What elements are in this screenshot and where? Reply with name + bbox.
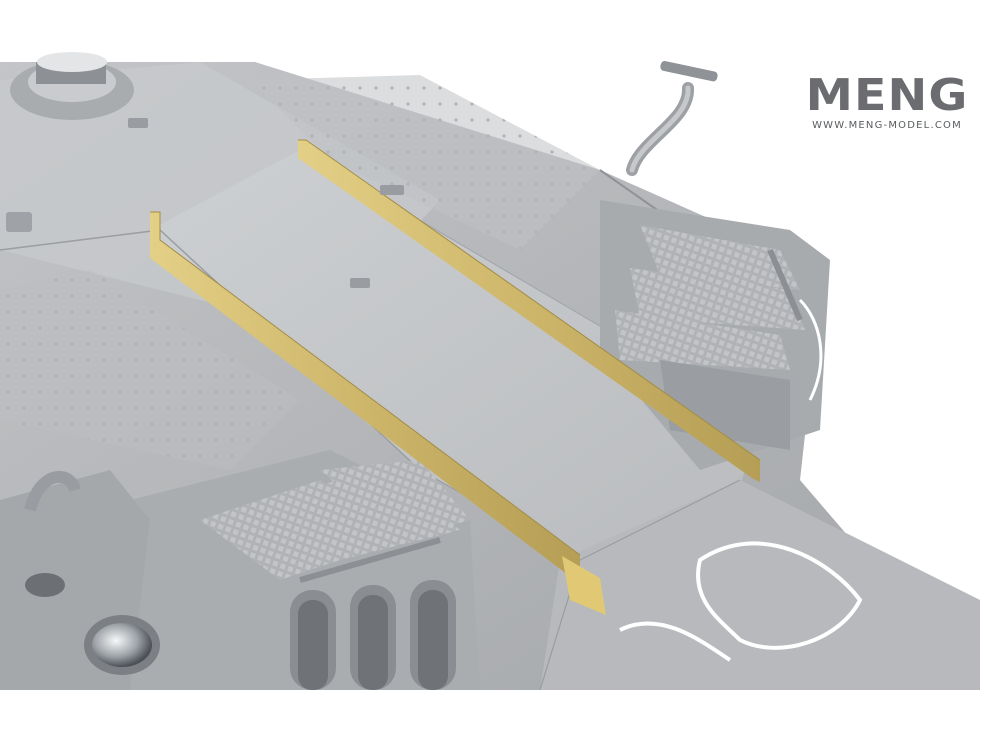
white-decal-marking: [619, 298, 863, 662]
engine-grille-lower: [110, 450, 480, 690]
deck-fittings: [6, 118, 404, 288]
website-url: WWW.MENG-MODEL.COM: [812, 120, 962, 131]
meng-logo: MENG: [805, 70, 969, 121]
photo-etch-strip-lower: [150, 211, 606, 615]
periscope-cupola: [10, 52, 134, 120]
exhaust-pipe-upper: [626, 61, 718, 176]
headlamp: [0, 470, 160, 690]
brand-block: MENG WWW.MENG-MODEL.COM: [792, 74, 982, 132]
photo-etch-strip-upper: [298, 139, 761, 482]
